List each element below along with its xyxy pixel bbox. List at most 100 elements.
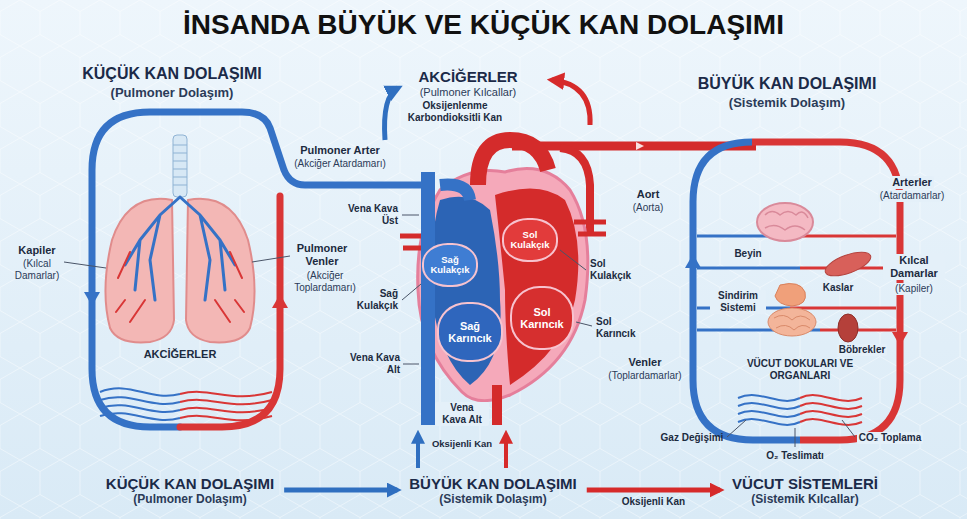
node-text: (Pulmoner Dolaşım): [106, 492, 274, 506]
organ-veins: [697, 236, 820, 330]
label-text: Kılcal Damarlar: [883, 254, 945, 280]
capillary-blue: [738, 395, 800, 425]
node-text: (Sistemik Dolaşım): [409, 492, 577, 506]
right-lung: [186, 199, 255, 343]
node-text: BÜYÜK KAN DOLAŞIMI: [409, 475, 577, 492]
label-text: BÜYÜK KAN DOLAŞIMI: [698, 74, 877, 93]
label-text: (Pulmoner Kılcallar): [420, 86, 517, 99]
label-text: Sindirim Sistemi: [710, 290, 766, 314]
vessel-stubs: [574, 222, 606, 234]
label-text: (Akciğer Atardamarı): [294, 158, 386, 170]
leader-line: [795, 428, 796, 447]
pulmonary-capillaries: [100, 388, 272, 420]
leader-line: [576, 322, 592, 326]
leader-line: [560, 250, 586, 270]
label-text: Vena Kava Üst: [343, 203, 398, 227]
label-text: KÜÇÜK KAN DOLAŞIMI: [82, 64, 262, 83]
flow-arrow: [504, 434, 508, 468]
label-text: Beyin: [734, 248, 761, 260]
leader-line: [727, 420, 746, 437]
label-text: VÜCUT DOKULARI VE ORGANLARI: [735, 358, 865, 382]
capillary-red: [800, 395, 862, 425]
heart: [418, 169, 588, 401]
flow-arrowhead: [272, 294, 288, 308]
node-text: (Sistemik Kılcallar): [732, 492, 878, 506]
label-text: (Sistemik Dolaşım): [729, 95, 845, 111]
label-text: Sol Kulakçık: [590, 258, 645, 282]
bronchi: [125, 197, 235, 300]
label-text: Sol Karıncık: [596, 316, 651, 340]
capillary-red: [180, 392, 272, 420]
leader-line: [402, 215, 419, 216]
heart-chamber: Sağ Karıncık: [437, 302, 503, 362]
flow-stage: BÜYÜK KAN DOLAŞIMI(Sistemik Dolaşım): [405, 473, 581, 508]
edge-label: Oksijenli Kan: [622, 496, 685, 508]
node-text: Sol Kulakçık: [506, 230, 554, 251]
diagram-title: İNSANDA BÜYÜK VE KÜÇÜK KAN DOLAŞIMI: [183, 8, 784, 42]
node-text: Sol Karıncık: [514, 306, 570, 330]
leader-line: [402, 284, 421, 300]
leader-line: [252, 256, 290, 262]
label-text: (Kılcal Damarlar): [9, 258, 65, 282]
pulmonary-artery-loop: [92, 112, 425, 427]
muscle: [822, 247, 873, 280]
brain: [757, 203, 813, 241]
label-text: O₂ Teslimatı: [766, 450, 824, 462]
flow-arrow: [385, 88, 398, 140]
flow-arrow: [416, 434, 420, 468]
label-text: Pulmoner Venler: [286, 242, 358, 268]
label-text: (Akciğer Toplardamarı): [285, 270, 365, 294]
leader-lines: [64, 215, 855, 447]
label-text: (Atardamarlar): [878, 190, 946, 202]
node-text: Sağ Kulakçık: [426, 255, 474, 276]
label-text: (Pulmoner Dolaşım): [111, 85, 234, 101]
flow-arrowhead: [892, 332, 908, 346]
label-text: Venler: [628, 356, 661, 369]
stomach: [775, 284, 805, 306]
descending-aorta: [492, 385, 502, 425]
label-text: Pulmoner Arter: [300, 144, 380, 157]
leader-line: [403, 364, 419, 365]
intestine-loops: [774, 315, 810, 330]
systemic-capillaries: [738, 395, 862, 425]
aortic-arch: [478, 140, 548, 185]
leader-line: [842, 420, 855, 437]
node-text: KÜÇÜK KAN DOLAŞIMI: [106, 475, 274, 492]
leader-line: [64, 262, 106, 268]
label-text: Oksijenli Kan: [432, 438, 492, 449]
label-text: AKCİĞERLER: [144, 348, 217, 361]
node-text: VÜCUT SİSTEMLERİ: [732, 475, 878, 492]
pulmonary-vein-loop: [180, 196, 280, 427]
label-text: Aort: [637, 188, 660, 201]
label-text: Oksijenlenme Karbondioksitli Kan: [399, 100, 511, 124]
intestine: [768, 308, 816, 336]
trachea: [173, 135, 187, 197]
capillary-blue: [100, 388, 180, 420]
label-text: Gaz Değişimi: [661, 432, 724, 444]
label-text: AKCİĞERLER: [418, 68, 517, 86]
node-text: Sağ Karıncık: [441, 320, 499, 344]
left-lung: [105, 199, 174, 343]
kidney: [838, 314, 858, 342]
label-text: Böbrekler: [837, 344, 888, 356]
pulmonary-trunk: [440, 185, 470, 200]
label-text: Sağ Kulakçık: [343, 288, 398, 312]
flow-arrow: [552, 80, 590, 125]
heart-chamber: Sol Karıncık: [510, 286, 574, 350]
flow-arrow: [284, 488, 397, 493]
label-text: Kapiler: [18, 244, 55, 257]
label-text: (Toplardamarlar): [608, 370, 681, 382]
lung-vessels: [116, 252, 244, 322]
trachea-rings: [173, 145, 187, 185]
left-heart: [495, 189, 578, 385]
label-text: (Kapiler): [893, 283, 935, 295]
flow-stage: VÜCUT SİSTEMLERİ(Sistemik Kılcallar): [728, 473, 882, 508]
flow-chevron: [636, 142, 644, 150]
label-text: CO₂ Toplama: [857, 432, 924, 444]
flow-arrow: [587, 488, 720, 493]
vena-cava: [421, 172, 435, 425]
label-text: Vena Kava Alt: [435, 402, 489, 426]
